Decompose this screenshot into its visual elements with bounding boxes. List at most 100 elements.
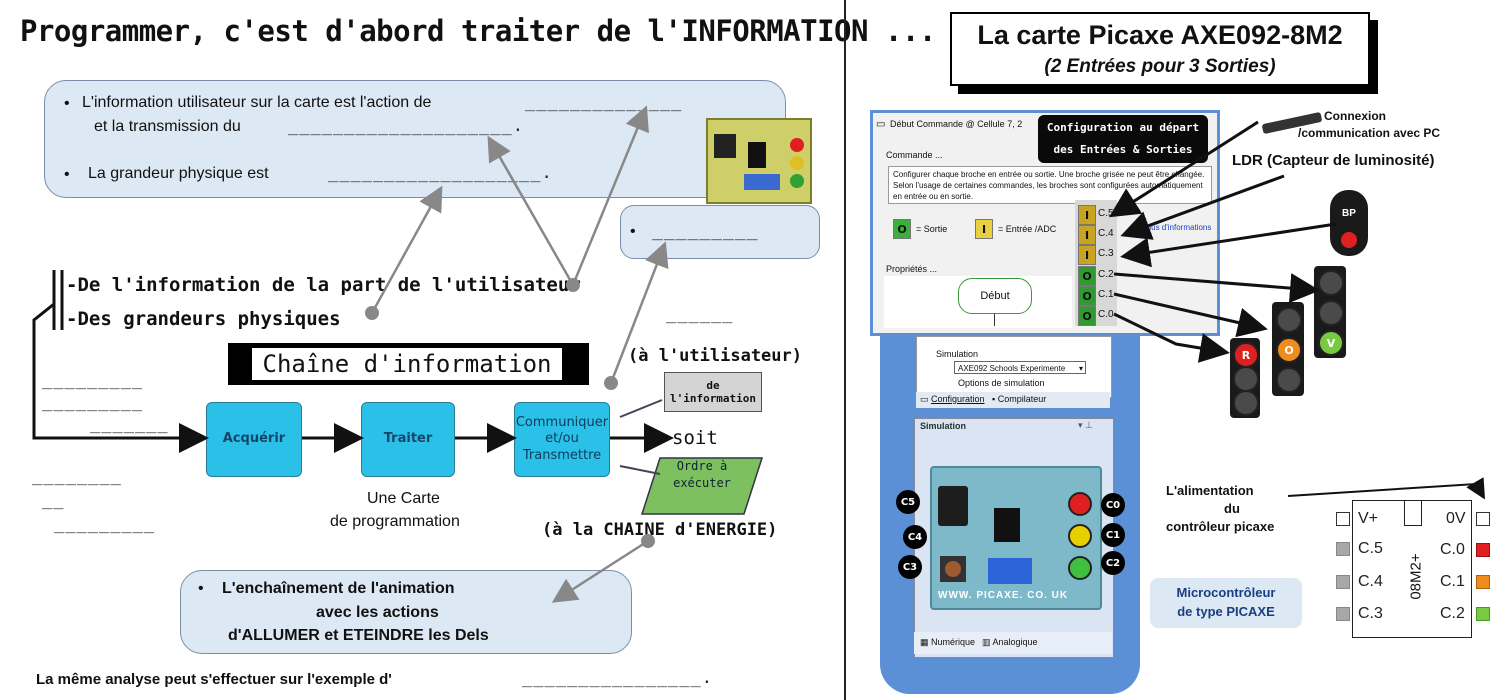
- ldr-label: LDR (Capteur de luminosité): [1232, 152, 1435, 169]
- board-green-led: [1068, 556, 1092, 580]
- compiler-icon: ▪: [992, 394, 998, 404]
- blank-bubble2: _________: [652, 220, 759, 241]
- window-title: Début Commande @ Cellule 7, 2: [890, 119, 1023, 129]
- blank-left-4: ________: [32, 466, 122, 486]
- pin-c3-label: C.3: [1358, 605, 1383, 622]
- pin-c2: [1476, 607, 1490, 621]
- io-row-c0-type[interactable]: O: [1078, 306, 1096, 326]
- pin-vplus: [1336, 512, 1350, 526]
- alim-line2: du: [1224, 501, 1240, 516]
- pin-c3: [1336, 607, 1350, 621]
- tree-select[interactable]: AXE092 Schools Experimente ▾: [954, 361, 1086, 374]
- tab-compilateur[interactable]: ▪ Compilateur: [992, 394, 1046, 404]
- commande-label: Commande ...: [886, 150, 943, 160]
- de-info-box: de l'information: [664, 372, 762, 412]
- micro-line2: de type PICAXE: [1177, 604, 1275, 619]
- tab-numerique-label: Numérique: [931, 637, 976, 647]
- alim-line1: L'alimentation: [1166, 483, 1254, 498]
- io-row-c4-pin: C.4: [1098, 228, 1114, 239]
- board-url: WWW. PICAXE. CO. UK: [938, 590, 1069, 601]
- communiquer-block: Communiquer et/ou Transmettre: [514, 402, 610, 477]
- bp-label: BP: [1342, 208, 1356, 219]
- blank-left-6: _________: [54, 514, 156, 534]
- footer-blank: ________________.: [522, 668, 713, 688]
- debut-block[interactable]: Début: [958, 278, 1032, 314]
- pin-0v: [1476, 512, 1490, 526]
- board-thumbnail: [706, 118, 812, 204]
- plus-info-link[interactable]: Plus d'informations: [1144, 223, 1212, 232]
- pin-c1: [1476, 575, 1490, 589]
- info-phys-label: -Des grandeurs physiques: [66, 308, 341, 330]
- tree-select-value: AXE092 Schools Experimente: [958, 364, 1066, 373]
- bullet: •: [630, 223, 636, 240]
- sim-header-controls[interactable]: ▾ ⊥: [1078, 420, 1093, 430]
- badge-c3: C3: [898, 555, 922, 579]
- window-icon: ▭: [876, 119, 886, 130]
- tab-configuration[interactable]: ▭ Configuration: [920, 394, 985, 405]
- blank-right-top: ______: [666, 304, 734, 324]
- pin-vplus-label: V+: [1358, 510, 1379, 527]
- tree-options[interactable]: Options de simulation: [958, 378, 1045, 388]
- left-diagram-arrows: [32, 105, 674, 603]
- badge-c0: C0: [1101, 493, 1125, 517]
- io-row-c3-type[interactable]: I: [1078, 245, 1096, 265]
- bubble1-line3: La grandeur physique est: [88, 165, 269, 182]
- bullet: •: [198, 580, 204, 597]
- board-yellow-led: [1068, 524, 1092, 548]
- io-row-c5-type[interactable]: I: [1078, 205, 1096, 225]
- sim-tabs: [914, 632, 1112, 654]
- pin-c4-label: C.4: [1358, 573, 1383, 590]
- io-row-c1-type[interactable]: O: [1078, 286, 1096, 306]
- io-row-c3-pin: C.3: [1098, 248, 1114, 259]
- tab-analogique[interactable]: ▥ Analogique: [982, 637, 1038, 648]
- footer-text: La même analyse peut s'effectuer sur l'e…: [36, 671, 392, 688]
- io-row-c5-pin: C.5: [1098, 208, 1114, 219]
- board-dip-switch: [988, 558, 1032, 584]
- blank-grandeur: ___________________.: [328, 163, 553, 183]
- tab-bar: [916, 392, 1110, 408]
- legend-entree-text: = Entrée /ADC: [998, 224, 1057, 234]
- carte-line1: Une Carte: [367, 490, 440, 507]
- proprietes-label: Propriétés ...: [886, 264, 938, 274]
- badge-c4: C4: [903, 525, 927, 549]
- chain-title: Chaîne d'information: [252, 348, 562, 380]
- config-badge-line2: des Entrées & Sorties: [1053, 143, 1193, 156]
- bubble3-line3: d'ALLUMER et ETEINDRE les Dels: [228, 627, 489, 644]
- board-red-led: [1068, 492, 1092, 516]
- pin-c4: [1336, 575, 1350, 589]
- pin-c5-label: C.5: [1358, 540, 1383, 557]
- info-user-label: -De l'information de la part de l'utilis…: [66, 274, 581, 296]
- tab-numerique[interactable]: ▦ Numérique: [920, 637, 975, 648]
- blank-left-2: _________: [42, 392, 144, 412]
- badge-c5: C5: [896, 490, 920, 514]
- chip-notch: [1404, 500, 1422, 526]
- lamp-off: [1233, 390, 1259, 416]
- board-button: [940, 556, 966, 582]
- flow-arrow: [994, 314, 995, 326]
- ordre-parallelogram: [640, 457, 764, 515]
- bp-red-cap: [1341, 232, 1357, 248]
- board-jack: [938, 486, 968, 526]
- io-row-c2-type[interactable]: O: [1078, 266, 1096, 286]
- lamp-off: [1318, 300, 1344, 326]
- bubble1-line1: L'information utilisateur sur la carte e…: [82, 94, 432, 111]
- config-badge-line1: Configuration au départ: [1046, 121, 1200, 134]
- blank-left-5: __: [42, 490, 65, 510]
- legend-entree-icon: I: [975, 219, 993, 239]
- pin-c0-label: C.0: [1440, 541, 1465, 558]
- io-row-c4-type[interactable]: I: [1078, 225, 1096, 245]
- pin-0v-label: 0V: [1446, 510, 1466, 527]
- acquerir-block: Acquérir: [206, 402, 302, 477]
- legend-sortie-icon: O: [893, 219, 911, 239]
- tab-configuration-label: Configuration: [931, 394, 985, 404]
- to-user-label: (à l'utilisateur): [628, 346, 802, 366]
- config-badge: [1038, 115, 1208, 163]
- config-icon: ▭: [920, 394, 932, 404]
- pin-c2-label: C.2: [1440, 605, 1465, 622]
- right-title: La carte Picaxe AXE092-8M2: [977, 20, 1343, 50]
- ordre-label: Ordre à exécuter: [673, 459, 731, 490]
- pin-c1-label: C.1: [1440, 573, 1465, 590]
- left-title: Programmer, c'est d'abord traiter de l'I…: [20, 14, 936, 48]
- title-box: [950, 12, 1370, 86]
- tree-simulation[interactable]: Simulation: [936, 349, 979, 359]
